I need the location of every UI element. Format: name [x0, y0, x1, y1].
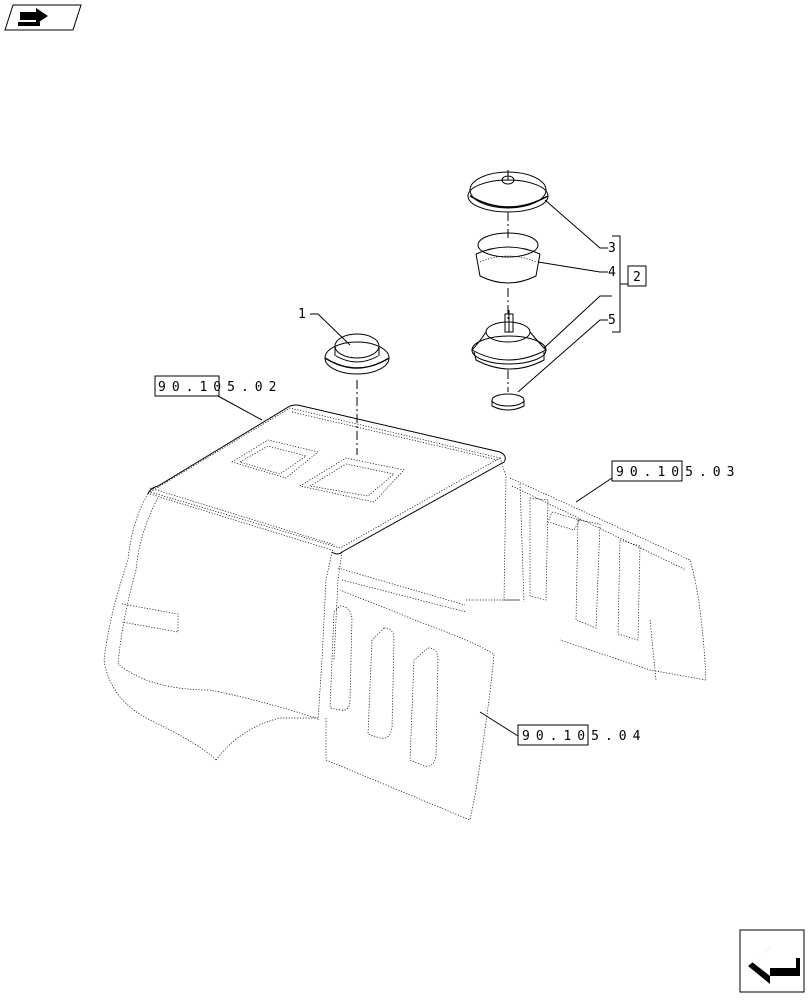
leader-3: [544, 199, 608, 249]
next-page-arrow-icon[interactable]: [739, 929, 805, 993]
plug-part-1: [324, 333, 390, 375]
clamp-part-5: [491, 393, 525, 411]
ref-box-02: [154, 375, 220, 397]
reference-90-105-03[interactable]: 90.105.03: [616, 465, 740, 480]
leader-ref-03: [575, 477, 613, 503]
reference-90-105-04[interactable]: 90.105.04: [522, 729, 646, 744]
cover-part-3: [467, 170, 549, 213]
callout-group-2: 2: [633, 270, 641, 285]
book-arrow-icon[interactable]: [4, 4, 82, 31]
callout-4: 4: [608, 265, 616, 280]
ref-box-03: [611, 460, 683, 482]
leader-4: [537, 261, 608, 273]
callout-3: 3: [608, 241, 616, 256]
ref-box-04: [517, 724, 589, 746]
leader-ref-04: [479, 711, 519, 737]
group-box: [627, 265, 647, 287]
leader-5: [517, 319, 608, 393]
leader-1: [310, 313, 351, 346]
pre-cleaner-part: [471, 310, 547, 370]
callout-1: 1: [298, 307, 306, 322]
filter-element-part-4: [475, 232, 541, 284]
leader-ref-02: [217, 395, 263, 421]
reference-90-105-02[interactable]: 90.105.02: [158, 380, 282, 395]
cab-roof-body: [103, 404, 707, 821]
leader-4b: [543, 295, 612, 349]
callout-5: 5: [608, 313, 616, 328]
